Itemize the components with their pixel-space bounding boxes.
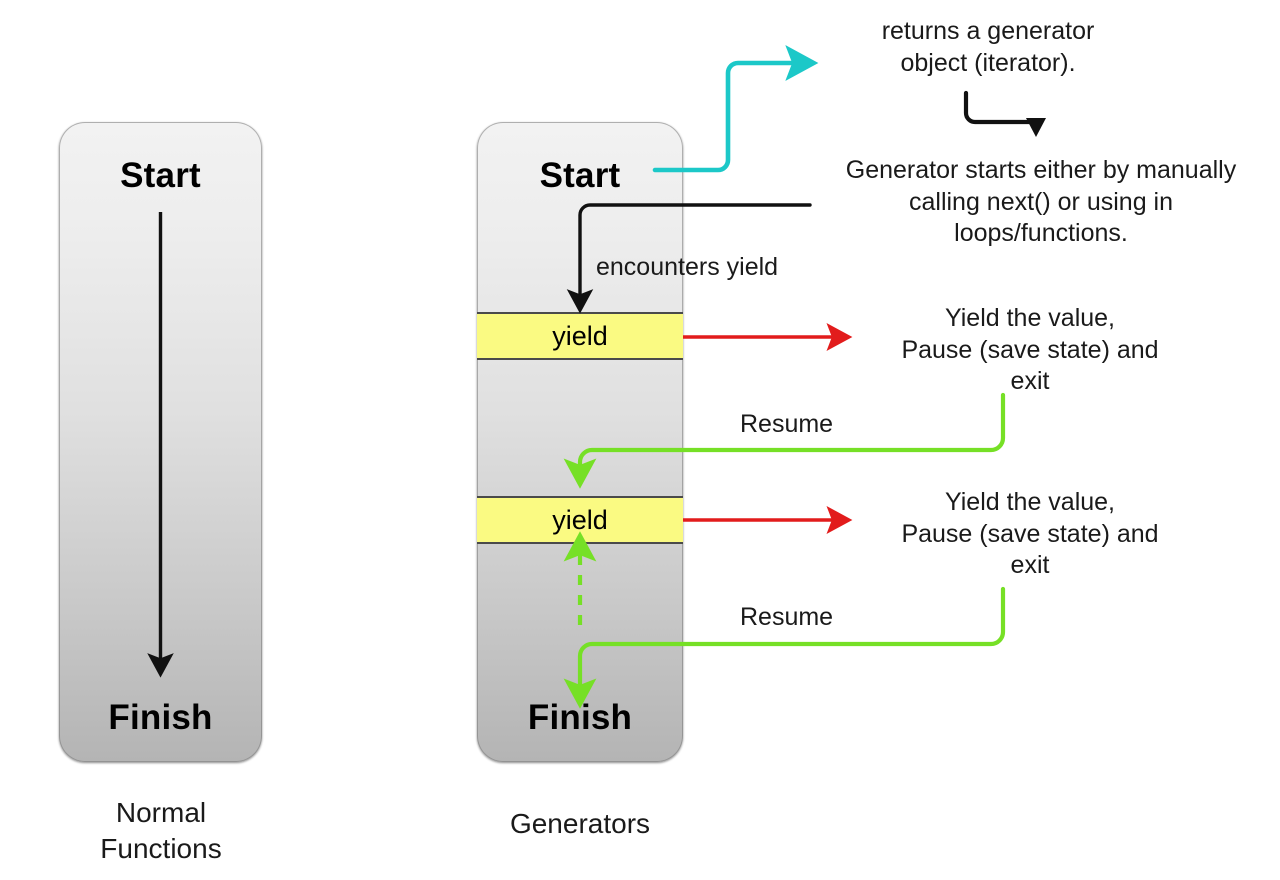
annotation-yield-note-2: Yield the value, Pause (save state) and … <box>901 488 1159 579</box>
annotation-yield-note-1: Yield the value, Pause (save state) and … <box>901 304 1159 395</box>
resume-label-1: Resume <box>740 410 834 438</box>
yield-block-2-label: yield <box>552 504 608 535</box>
generator-finish-label: Finish <box>527 698 633 737</box>
generator-box: Start yield yield Finish <box>477 122 683 762</box>
normal-function-box: Start Finish <box>59 122 262 762</box>
annotation-link-arrow <box>963 90 1046 137</box>
normal-function-start-label: Start <box>120 156 201 195</box>
yield-block-1: yield <box>477 312 683 360</box>
yield-block-2: yield <box>477 496 683 544</box>
resume-label-2: Resume <box>740 603 834 631</box>
normal-function-caption-line1: Normal <box>115 797 207 828</box>
annotation-returns-generator: returns a generator object (iterator). <box>881 17 1095 77</box>
generator-caption: Generators <box>509 808 651 839</box>
annotation-generator-starts: Generator starts either by manually call… <box>845 156 1237 247</box>
normal-function-finish-label: Finish <box>108 698 213 737</box>
yield-block-1-label: yield <box>552 320 608 351</box>
normal-function-caption: Normal Functions <box>36 795 286 868</box>
generator-start-label: Start <box>539 156 621 195</box>
normal-function-caption-line2: Functions <box>100 833 222 865</box>
encounters-yield-label: encounters yield <box>596 253 779 281</box>
